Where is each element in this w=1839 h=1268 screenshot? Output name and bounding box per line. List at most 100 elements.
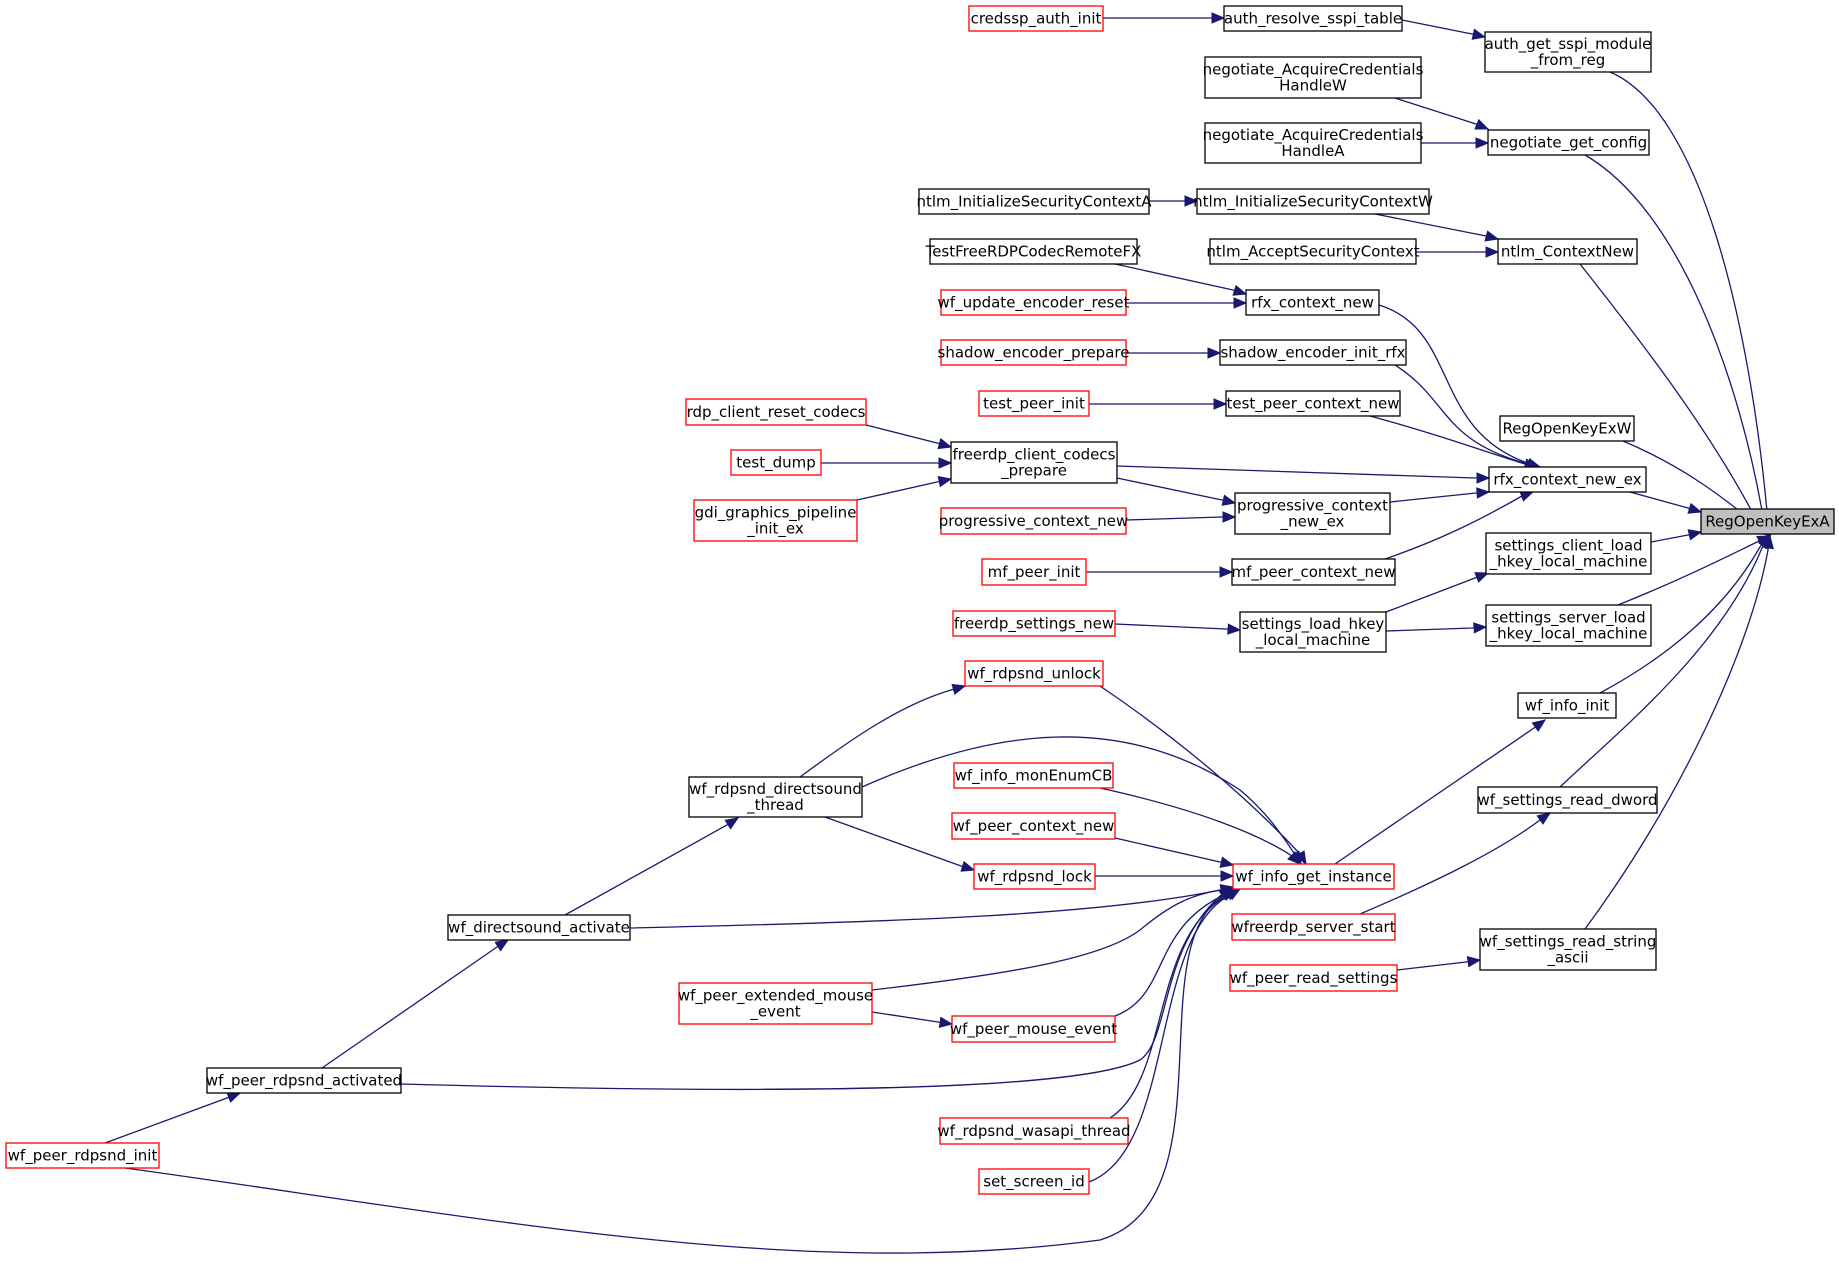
node-rfx_context_new[interactable]: rfx_context_new xyxy=(1245,289,1380,316)
node-box[interactable] xyxy=(1499,415,1635,442)
node-box[interactable] xyxy=(978,1168,1090,1195)
node-negotiate_get_config[interactable]: negotiate_get_config xyxy=(1487,129,1650,156)
node-box[interactable] xyxy=(940,339,1127,366)
node-box[interactable] xyxy=(1485,604,1652,647)
node-wf_peer_rdpsnd_activated[interactable]: wf_peer_rdpsnd_activated xyxy=(206,1067,402,1094)
node-wf_peer_extended_mouse_event[interactable]: wf_peer_extended_mouse_event xyxy=(678,982,873,1025)
node-auth_resolve_sspi_table[interactable]: auth_resolve_sspi_table xyxy=(1223,5,1403,32)
node-box[interactable] xyxy=(1485,532,1652,575)
node-ntlm_InitializeSecurityContextA[interactable]: ntlm_InitializeSecurityContextA xyxy=(916,188,1152,215)
node-box[interactable] xyxy=(1223,5,1403,32)
node-wfreerdp_server_start[interactable]: wfreerdp_server_start xyxy=(1231,913,1396,941)
node-settings_client_load_hkey_local_machine[interactable]: settings_client_load_hkey_local_machine xyxy=(1485,532,1652,575)
node-freerdp_client_codecs_prepare[interactable]: freerdp_client_codecs_prepare xyxy=(950,441,1118,484)
node-wf_peer_rdpsnd_init[interactable]: wf_peer_rdpsnd_init xyxy=(5,1142,160,1169)
node-box[interactable] xyxy=(950,441,1118,484)
node-box[interactable] xyxy=(940,507,1127,535)
node-box[interactable] xyxy=(1232,863,1395,890)
node-wf_rdpsnd_unlock[interactable]: wf_rdpsnd_unlock xyxy=(964,660,1104,687)
node-mf_peer_init[interactable]: mf_peer_init xyxy=(981,558,1087,586)
node-box[interactable] xyxy=(964,660,1104,687)
node-test_peer_context_new[interactable]: test_peer_context_new xyxy=(1225,390,1401,417)
node-box[interactable] xyxy=(952,610,1116,637)
node-box[interactable] xyxy=(1487,129,1650,156)
node-set_screen_id[interactable]: set_screen_id xyxy=(978,1168,1090,1195)
node-box[interactable] xyxy=(1196,188,1430,215)
node-box[interactable] xyxy=(1484,31,1652,73)
node-freerdp_settings_new[interactable]: freerdp_settings_new xyxy=(952,610,1116,637)
node-box[interactable] xyxy=(1239,611,1387,653)
node-box[interactable] xyxy=(973,863,1096,890)
node-settings_server_load_hkey_local_machine[interactable]: settings_server_load_hkey_local_machine xyxy=(1485,604,1652,647)
node-box[interactable] xyxy=(1204,56,1422,99)
node-rfx_context_new_ex[interactable]: rfx_context_new_ex xyxy=(1488,466,1647,493)
node-box[interactable] xyxy=(206,1067,402,1094)
node-box[interactable] xyxy=(1231,558,1396,586)
node-RegOpenKeyExW[interactable]: RegOpenKeyExW xyxy=(1499,415,1635,442)
node-box[interactable] xyxy=(940,289,1127,316)
node-wf_update_encoder_reset[interactable]: wf_update_encoder_reset xyxy=(938,289,1130,316)
node-auth_get_sspi_module_from_reg[interactable]: auth_get_sspi_module_from_reg xyxy=(1484,31,1652,73)
node-wf_rdpsnd_lock[interactable]: wf_rdpsnd_lock xyxy=(973,863,1096,890)
node-shadow_encoder_init_rfx[interactable]: shadow_encoder_init_rfx xyxy=(1219,339,1407,366)
node-ntlm_InitializeSecurityContextW[interactable]: ntlm_InitializeSecurityContextW xyxy=(1193,188,1433,215)
node-box[interactable] xyxy=(968,5,1104,32)
node-wf_peer_read_settings[interactable]: wf_peer_read_settings xyxy=(1229,964,1398,992)
node-credssp_auth_init[interactable]: credssp_auth_init xyxy=(968,5,1104,32)
node-box[interactable] xyxy=(1204,122,1422,164)
node-box[interactable] xyxy=(978,390,1090,417)
node-box[interactable] xyxy=(1245,289,1380,316)
node-ntlm_AcceptSecurityContext[interactable]: ntlm_AcceptSecurityContext xyxy=(1206,238,1420,265)
node-box[interactable] xyxy=(1479,928,1657,971)
node-box[interactable] xyxy=(1477,786,1658,814)
node-wf_directsound_activate[interactable]: wf_directsound_activate xyxy=(447,914,631,941)
node-progressive_context_new[interactable]: progressive_context_new xyxy=(939,507,1129,535)
node-wf_peer_mouse_event[interactable]: wf_peer_mouse_event xyxy=(950,1015,1117,1043)
node-wf_rdpsnd_wasapi_thread[interactable]: wf_rdpsnd_wasapi_thread xyxy=(937,1117,1131,1145)
node-box[interactable] xyxy=(1517,692,1617,719)
node-box[interactable] xyxy=(1497,238,1638,265)
node-wf_info_init[interactable]: wf_info_init xyxy=(1517,692,1617,719)
node-wf_settings_read_string_ascii[interactable]: wf_settings_read_string_ascii xyxy=(1479,928,1657,971)
node-ntlm_ContextNew[interactable]: ntlm_ContextNew xyxy=(1497,238,1638,265)
node-progressive_context_new_ex[interactable]: progressive_context_new_ex xyxy=(1234,492,1391,535)
node-box[interactable] xyxy=(951,812,1116,840)
node-box[interactable] xyxy=(1488,466,1647,493)
node-wf_peer_context_new[interactable]: wf_peer_context_new xyxy=(951,812,1116,840)
node-TestFreeRDPCodecRemoteFX[interactable]: TestFreeRDPCodecRemoteFX xyxy=(925,238,1142,265)
node-box[interactable] xyxy=(730,449,822,476)
node-box[interactable] xyxy=(1219,339,1407,366)
node-wf_info_monEnumCB[interactable]: wf_info_monEnumCB xyxy=(953,762,1114,789)
node-rdp_client_reset_codecs[interactable]: rdp_client_reset_codecs xyxy=(685,398,867,426)
node-box[interactable] xyxy=(1234,492,1391,535)
node-box[interactable] xyxy=(1700,508,1835,535)
node-box[interactable] xyxy=(1209,238,1417,265)
node-box[interactable] xyxy=(951,1015,1116,1043)
node-RegOpenKeyExA[interactable]: RegOpenKeyExA xyxy=(1700,508,1835,535)
node-test_dump[interactable]: test_dump xyxy=(730,449,822,476)
node-box[interactable] xyxy=(929,238,1138,265)
node-box[interactable] xyxy=(678,982,873,1025)
node-box[interactable] xyxy=(1231,913,1396,941)
node-settings_load_hkey_local_machine[interactable]: settings_load_hkey_local_machine xyxy=(1239,611,1387,653)
node-box[interactable] xyxy=(981,558,1087,586)
node-box[interactable] xyxy=(688,776,863,818)
node-box[interactable] xyxy=(693,499,858,542)
node-box[interactable] xyxy=(939,1117,1129,1145)
node-test_peer_init[interactable]: test_peer_init xyxy=(978,390,1090,417)
node-wf_settings_read_dword[interactable]: wf_settings_read_dword xyxy=(1477,786,1658,814)
node-box[interactable] xyxy=(1225,390,1401,417)
node-box[interactable] xyxy=(1229,964,1398,992)
node-box[interactable] xyxy=(5,1142,160,1169)
node-box[interactable] xyxy=(953,762,1114,789)
node-gdi_graphics_pipeline_init_ex[interactable]: gdi_graphics_pipeline_init_ex xyxy=(693,499,858,542)
node-wf_info_get_instance[interactable]: wf_info_get_instance xyxy=(1232,863,1395,890)
node-box[interactable] xyxy=(918,188,1150,215)
node-box[interactable] xyxy=(447,914,631,941)
node-wf_rdpsnd_directsound_thread[interactable]: wf_rdpsnd_directsound_thread xyxy=(688,776,863,818)
node-shadow_encoder_prepare[interactable]: shadow_encoder_prepare xyxy=(938,339,1130,366)
node-box[interactable] xyxy=(685,398,867,426)
node-mf_peer_context_new[interactable]: mf_peer_context_new xyxy=(1231,558,1396,586)
